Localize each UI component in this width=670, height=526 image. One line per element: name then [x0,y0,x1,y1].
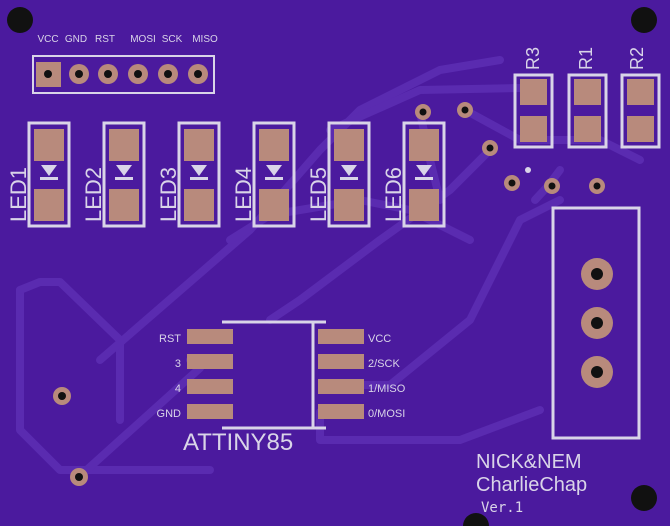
chip-pin-label: 0/MOSI [368,408,405,420]
led-label: LED3 [156,167,181,222]
diode-icon [341,165,357,176]
led-2: LED2 [81,121,146,228]
header-label: GND [65,34,87,45]
header-label: MISO [192,34,218,45]
diode-icon [41,165,57,176]
led-pad [109,129,139,161]
diode-icon [191,165,207,176]
led-label: LED1 [6,167,31,222]
diode-icon [116,165,132,176]
chip-pin-label: GND [157,408,182,420]
vias [53,102,605,486]
led-pad [184,129,214,161]
resistor-label: R3 [523,47,543,70]
chip-name: ATTINY85 [183,429,293,456]
resistor-r3: R3 [513,47,554,149]
led-5: LED5 [306,121,371,228]
led-pad [184,189,214,221]
chip-pin-label: 1/MISO [368,383,406,395]
credits-line1: NICK&NEM [476,451,582,473]
power-connector [551,206,641,440]
header-round-pins [69,64,208,84]
led-pad [409,189,439,221]
led-6: LED6 [381,121,446,228]
mounting-hole [7,7,33,33]
led-1: LED1 [6,121,71,228]
resistor-label: R1 [576,47,596,70]
chip-pin-label: 4 [175,383,181,395]
header-pin-hole [44,70,52,78]
mounting-hole [463,513,489,526]
led-pad [409,129,439,161]
led-pad [34,189,64,221]
led-label: LED5 [306,167,331,222]
credits-version: Ver.1 [481,500,523,516]
diode-icon [266,165,282,176]
resistor-r2: R2 [620,47,661,149]
led-pad [109,189,139,221]
chip-pin-label: RST [159,333,181,345]
led-pad [34,129,64,161]
chip-pin-label: 2/SCK [368,358,400,370]
credits-line2: CharlieChap [476,474,587,496]
led-pad [259,129,289,161]
mounting-holes [7,7,657,526]
led-4: LED4 [231,121,296,228]
led-3: LED3 [156,121,221,228]
led-pad [259,189,289,221]
credits: NICK&NEM CharlieChap Ver.1 [476,451,587,516]
chip-pin-label: VCC [368,333,391,345]
led-label: LED2 [81,167,106,222]
header-label: VCC [37,34,58,45]
chip-pin-label: 3 [175,358,181,370]
header-label: MOSI [130,34,156,45]
resistor-r1: R1 [567,47,608,149]
mounting-hole [631,7,657,33]
header-label: RST [95,34,115,45]
header-label: SCK [162,34,183,45]
led-label: LED4 [231,167,256,222]
header-outline [32,55,215,94]
mounting-hole [631,485,657,511]
led-pad [334,189,364,221]
resistor-label: R2 [627,47,647,70]
attiny85-chip: RST 3 4 GND VCC 2/SCK 1/MISO 0/MOSI ATTI… [157,320,406,456]
led-label: LED6 [381,167,406,222]
led-pad [334,129,364,161]
diode-icon [416,165,432,176]
isp-header: VCC GND RST MOSI SCK MISO [32,34,218,94]
